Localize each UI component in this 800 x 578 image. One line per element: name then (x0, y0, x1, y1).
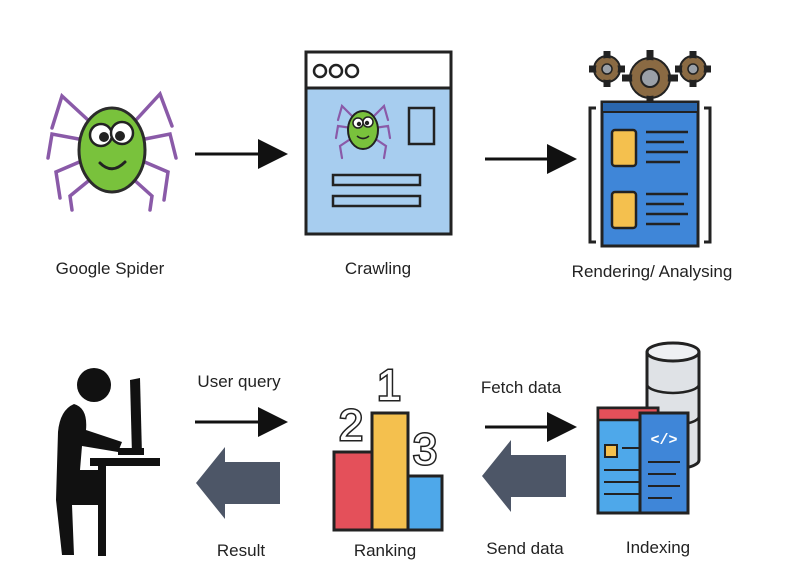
code-glyph: </> (650, 432, 677, 449)
podium-number-2: 2 (339, 401, 363, 450)
arrow-result (196, 447, 280, 519)
label-rendering-analysing: Rendering/ Analysing (571, 262, 733, 281)
user-at-computer-icon (56, 368, 160, 556)
label-user-query: User query (197, 372, 281, 391)
spider-icon (46, 90, 178, 212)
ranking-podium-icon: 2 1 3 (332, 360, 444, 532)
label-ranking: Ranking (353, 541, 417, 560)
podium-number-1: 1 (377, 361, 401, 410)
label-result: Result (216, 541, 266, 560)
indexing-database-icon: </> (596, 341, 701, 515)
podium-number-3: 3 (413, 425, 437, 474)
label-google-spider: Google Spider (55, 259, 165, 278)
label-fetch-data: Fetch data (480, 378, 562, 397)
label-indexing: Indexing (625, 538, 691, 557)
arrow-send-data (482, 440, 566, 512)
rendering-gears-icon (588, 50, 712, 248)
label-send-data: Send data (486, 539, 564, 558)
browser-window-icon (304, 50, 453, 236)
label-crawling: Crawling (344, 259, 412, 278)
